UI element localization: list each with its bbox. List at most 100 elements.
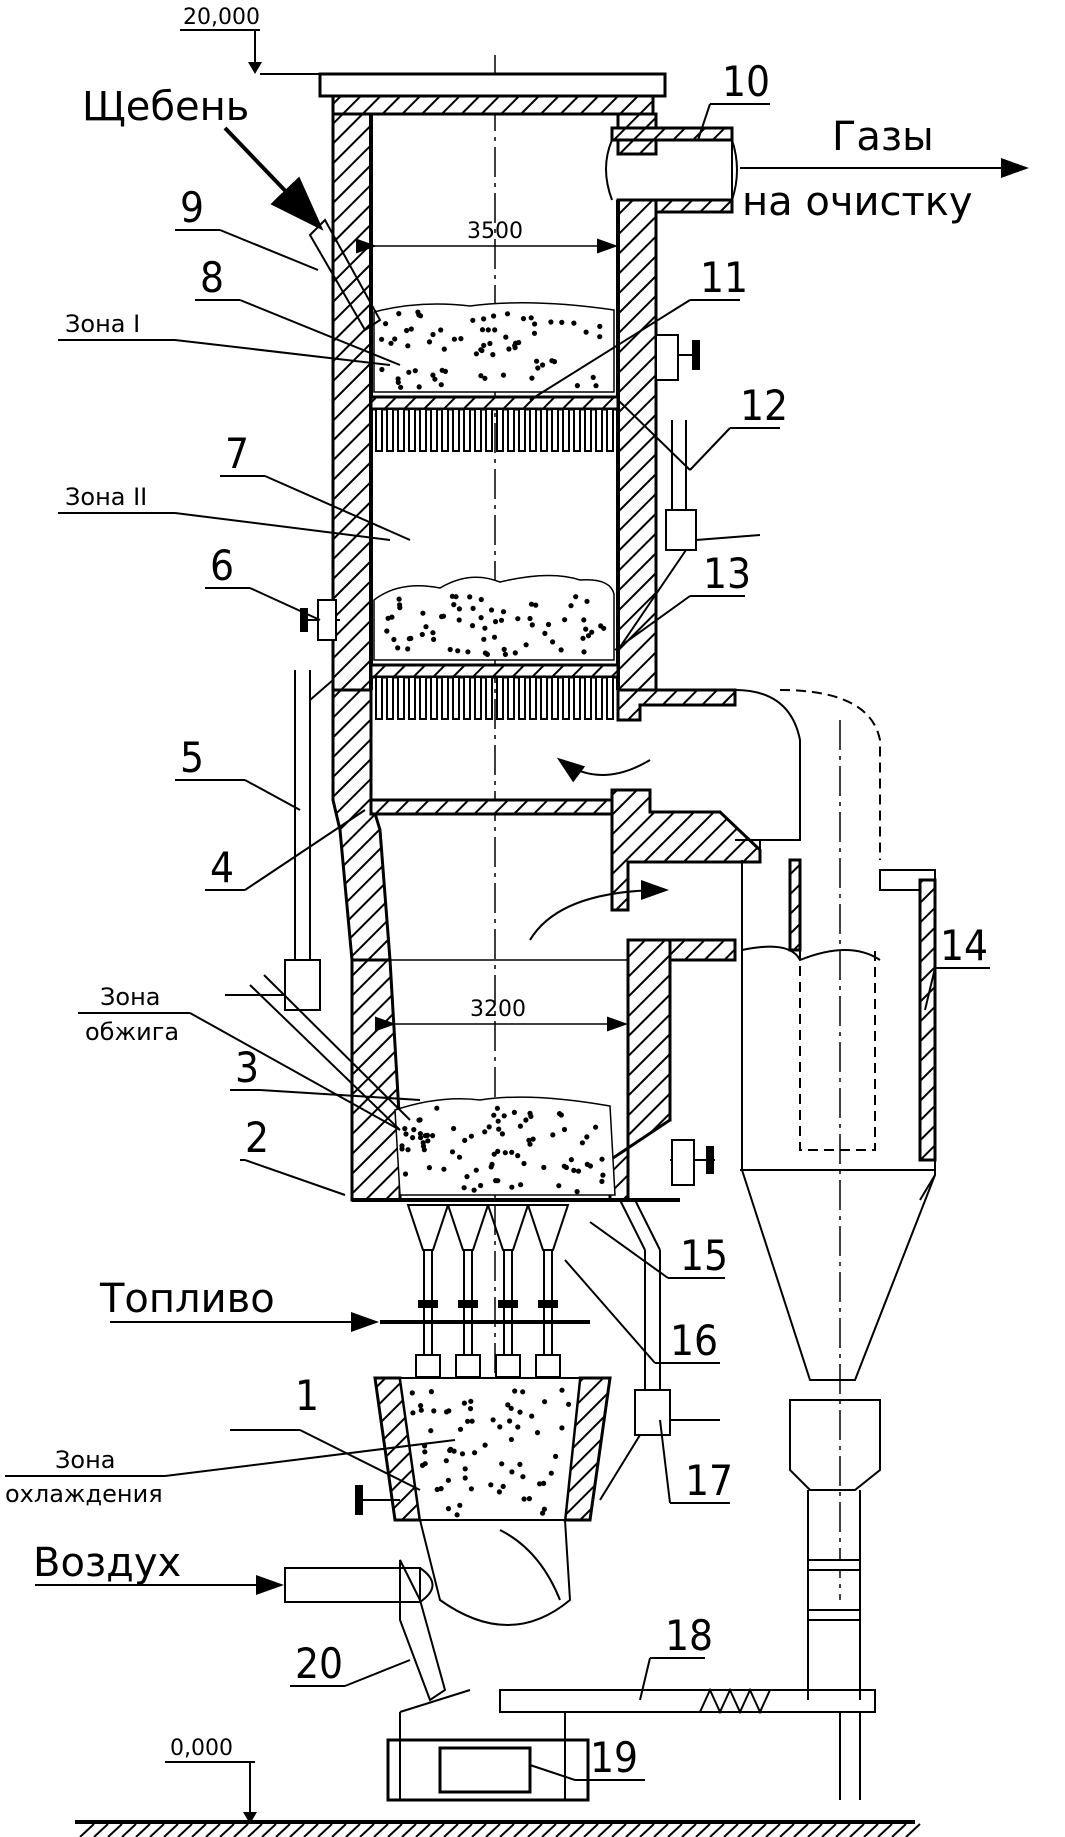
- callout-2: 2: [245, 1113, 269, 1162]
- material-dot: [434, 1105, 440, 1111]
- material-dot: [515, 1153, 521, 1159]
- material-dot: [505, 1402, 511, 1408]
- ground-hatch: [429, 1823, 445, 1837]
- material-dot: [451, 336, 457, 342]
- material-dot: [488, 1164, 494, 1170]
- dimension-3500-label: 3500: [467, 219, 523, 244]
- flue-duct-hidden: [779, 689, 881, 860]
- top-lid: [331, 94, 655, 116]
- material-dot: [405, 1147, 411, 1153]
- ground-hatch: [443, 1823, 459, 1837]
- material-dot: [559, 319, 565, 325]
- nozzle-tooth: [573, 408, 581, 452]
- material-dot: [527, 1141, 533, 1147]
- valve-firing-right: [670, 1139, 715, 1186]
- callout-leader-1: [299, 1429, 421, 1491]
- callout-9: 9: [180, 183, 204, 232]
- material-dot: [581, 649, 587, 655]
- zone2-label: Зона II: [65, 483, 147, 511]
- material-dot: [397, 605, 403, 611]
- ground-hatch: [121, 1823, 137, 1837]
- burner-flange: [498, 1300, 518, 1308]
- material-dot: [509, 1184, 515, 1190]
- gas-flow-arrow-lower: [529, 880, 669, 941]
- material-dot: [408, 326, 414, 332]
- material-dot: [395, 379, 401, 385]
- callout-leader-11: [529, 299, 691, 401]
- material-dot: [508, 1405, 514, 1411]
- material-dot: [457, 1502, 463, 1508]
- material-dot: [556, 1183, 562, 1189]
- nozzle-tooth: [375, 408, 383, 452]
- nozzle-tooth: [496, 676, 504, 720]
- material-dot: [503, 334, 509, 340]
- material-dot: [521, 1160, 527, 1167]
- material-dot: [527, 615, 533, 622]
- material-dot: [388, 340, 394, 346]
- material-dot: [593, 1124, 599, 1130]
- callout-leader-13: [614, 595, 691, 651]
- material-dot: [558, 647, 564, 653]
- material-dot: [416, 384, 422, 390]
- material-dot: [490, 352, 496, 358]
- ground-hatch: [177, 1823, 193, 1837]
- material-dot: [464, 1174, 470, 1180]
- ground-hatch: [275, 1823, 291, 1837]
- nozzle-tooth: [606, 408, 614, 452]
- callout-17: 17: [685, 1456, 733, 1505]
- material-dot: [574, 1189, 580, 1195]
- upper-left-wall: [331, 112, 373, 716]
- material-dot: [518, 1182, 524, 1188]
- material-dot: [417, 1131, 423, 1137]
- nozzle-tooth: [551, 408, 559, 452]
- nozzle-tooth: [419, 408, 427, 452]
- material-dot: [402, 1126, 408, 1132]
- upper-right-wall-lower: [616, 198, 658, 692]
- material-dot: [488, 1482, 494, 1488]
- material-dot: [528, 315, 534, 321]
- ground-hatch: [149, 1823, 165, 1837]
- nozzle-tooth: [397, 408, 405, 452]
- nozzle-tooth: [562, 676, 570, 720]
- material-dot: [473, 351, 479, 357]
- nozzle-tooth: [540, 408, 548, 452]
- nozzle-tooth: [386, 408, 394, 452]
- ground-hatch: [527, 1823, 543, 1837]
- material-dot: [599, 1156, 605, 1162]
- material-dot: [470, 317, 476, 323]
- material-dot: [559, 1425, 565, 1431]
- material-dot: [396, 311, 402, 317]
- material-dot: [593, 383, 599, 389]
- ground-hatch: [261, 1823, 277, 1837]
- material-dot: [527, 1110, 533, 1116]
- material-dot: [451, 1125, 457, 1132]
- material-dot: [469, 623, 476, 629]
- ground-hatch: [583, 1823, 599, 1837]
- screw-flight: [699, 1687, 771, 1715]
- material-dot: [431, 636, 437, 643]
- material-dot: [392, 336, 398, 342]
- gases-label-line2: на очистку: [742, 179, 973, 225]
- material-dot: [420, 610, 426, 616]
- material-dot: [508, 1436, 514, 1443]
- callout-4: 4: [210, 843, 234, 892]
- material-dot: [434, 1486, 440, 1493]
- nozzle-tooth: [551, 676, 559, 720]
- ground-hatch: [891, 1823, 907, 1837]
- firing-dots: [399, 1105, 606, 1195]
- material-dot: [482, 1442, 488, 1448]
- material-dot: [461, 1400, 467, 1406]
- material-dot: [541, 1164, 547, 1170]
- material-dot: [430, 372, 436, 378]
- ground-hatch: [625, 1823, 641, 1837]
- material-dot: [462, 1466, 468, 1472]
- ground-hatch: [709, 1823, 725, 1837]
- material-dot: [496, 1126, 502, 1132]
- material-dot: [418, 1403, 424, 1409]
- material-dot: [533, 602, 539, 608]
- material-dot: [542, 1399, 548, 1405]
- zone1-label: Зона I: [65, 310, 140, 338]
- material-dot: [512, 345, 518, 351]
- callout-leader-15: [589, 1221, 669, 1279]
- material-dot: [478, 596, 484, 603]
